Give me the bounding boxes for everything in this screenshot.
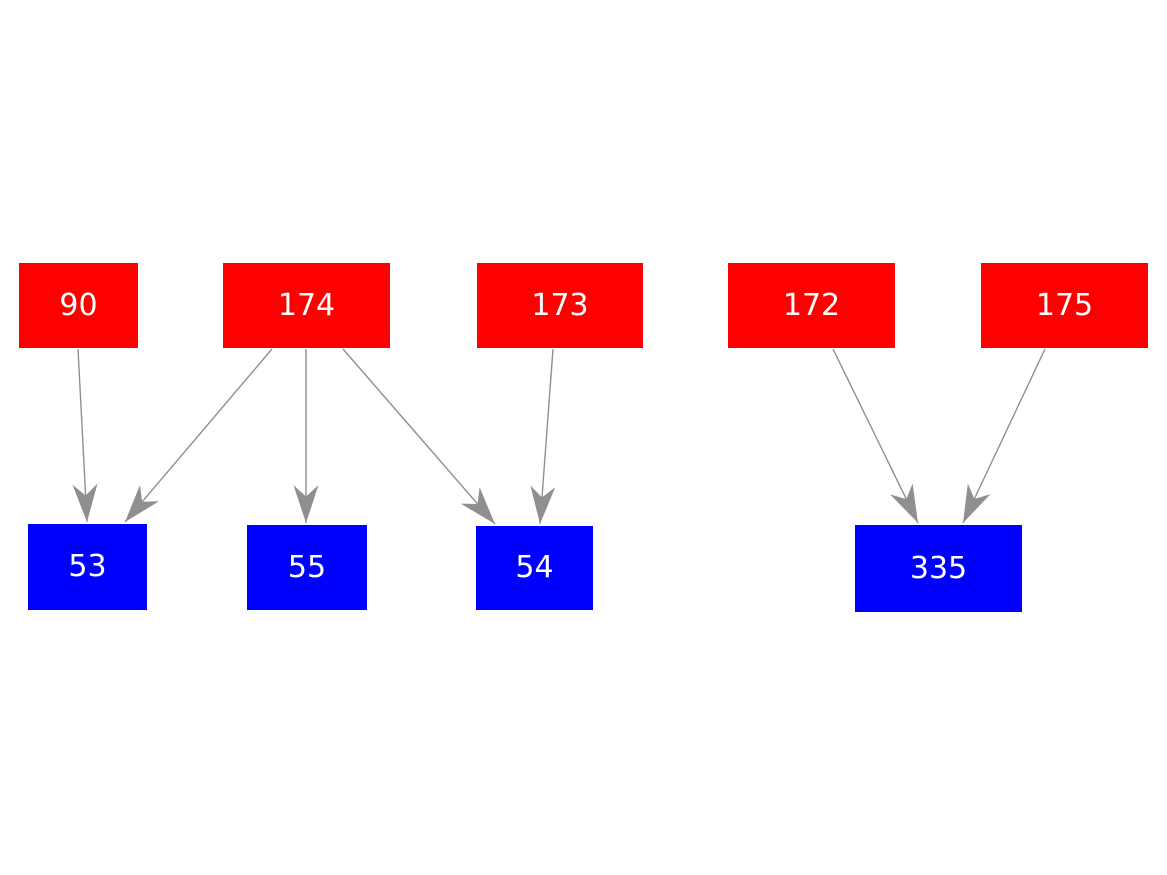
- node-label-174: 174: [277, 287, 336, 323]
- edge-174-to-53: [124, 348, 273, 523]
- node-173: 173: [477, 263, 643, 348]
- node-label-335: 335: [909, 550, 968, 586]
- edge-172-to-335: [832, 348, 919, 524]
- node-55: 55: [247, 525, 367, 610]
- node-label-175: 175: [1035, 287, 1094, 323]
- node-53: 53: [28, 524, 147, 610]
- node-335: 335: [855, 525, 1022, 612]
- edge-174-to-54: [342, 348, 496, 525]
- node-175: 175: [981, 263, 1148, 348]
- node-label-173: 173: [531, 287, 589, 323]
- node-90: 90: [19, 263, 138, 348]
- node-172: 172: [728, 263, 895, 348]
- node-174: 174: [223, 263, 390, 348]
- edge-173-to-54: [530, 348, 556, 525]
- node-label-55: 55: [287, 549, 327, 585]
- edge-90-to-53: [72, 348, 98, 523]
- node-54: 54: [476, 526, 593, 610]
- node-label-54: 54: [515, 550, 554, 585]
- node-label-90: 90: [59, 287, 98, 323]
- node-label-172: 172: [782, 287, 841, 323]
- node-label-53: 53: [68, 549, 107, 584]
- edge-175-to-335: [962, 348, 1046, 524]
